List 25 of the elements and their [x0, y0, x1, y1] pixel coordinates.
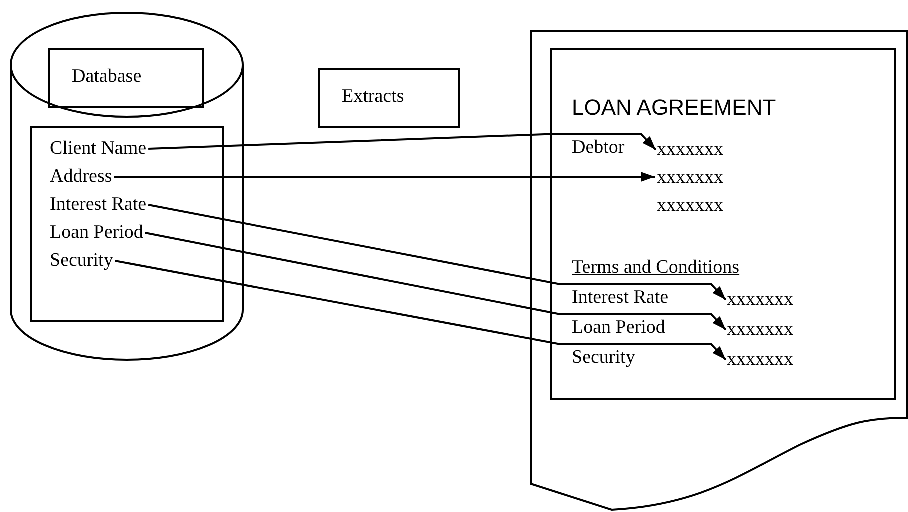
field-label: Interest Rate — [572, 287, 669, 309]
placeholder-text: xxxxxxx — [727, 319, 794, 341]
label-box: Extracts — [318, 68, 460, 128]
arrow — [114, 172, 655, 182]
arrow — [148, 204, 727, 301]
field-label: Loan Period — [572, 317, 666, 339]
field-name: Client Name — [50, 138, 147, 160]
label-box: Database — [48, 48, 204, 108]
field-name: Security — [50, 250, 114, 272]
field-label: Debtor — [572, 137, 625, 159]
arrow — [145, 232, 727, 331]
arrow — [115, 260, 727, 361]
field-name: Loan Period — [50, 222, 144, 244]
placeholder-text: xxxxxxx — [657, 195, 724, 217]
document-title: LOAN AGREEMENT — [572, 95, 776, 121]
placeholder-text: xxxxxxx — [657, 139, 724, 161]
field-label: Security — [572, 347, 636, 369]
field-name: Interest Rate — [50, 194, 147, 216]
field-name: Address — [50, 166, 112, 188]
placeholder-text: xxxxxxx — [727, 349, 794, 371]
placeholder-text: xxxxxxx — [727, 289, 794, 311]
agreement-panel — [550, 48, 896, 400]
section-heading: Terms and Conditions — [572, 257, 740, 279]
arrow — [148, 133, 657, 151]
placeholder-text: xxxxxxx — [657, 167, 724, 189]
